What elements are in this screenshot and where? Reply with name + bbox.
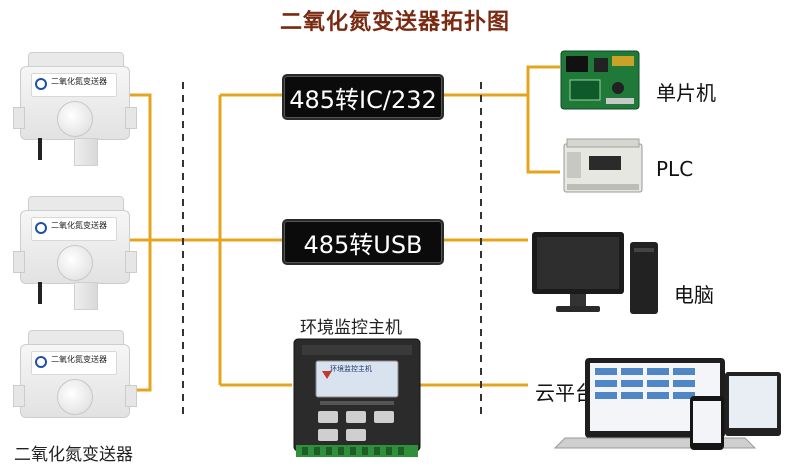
sensor-1: 二氧化氮变送器 (13, 52, 137, 170)
sensor-plate: 二氧化氮变送器 (31, 217, 117, 241)
pc-label: 电脑 (674, 283, 714, 307)
brand-logo-icon (35, 222, 47, 234)
host-screen-text: 环境监控主机 (330, 365, 372, 373)
host-device: 环境监控主机 (292, 337, 422, 462)
cloud-platform-devices-icon (545, 352, 785, 452)
mcu-label: 单片机 (656, 81, 716, 105)
sensor-2: 二氧化氮变送器 (13, 196, 137, 314)
wire-to-plc (526, 95, 560, 174)
converter-ic232: 485转IC/232 (282, 74, 444, 120)
wire-sensor-1 (128, 93, 152, 240)
diagram-title: 二氧化氮变送器拓扑图 (279, 10, 510, 35)
wire-to-mcu (526, 65, 560, 95)
sensor-plate-text: 二氧化氮变送器 (51, 221, 107, 230)
plc-icon (563, 138, 643, 196)
sensor-plate: 二氧化氮变送器 (31, 351, 117, 375)
sensor-probe-icon (57, 379, 93, 415)
converter-usb: 485转USB (282, 219, 444, 265)
sensor-probe-icon (57, 101, 93, 137)
sensor-3: 二氧化氮变送器 (13, 330, 137, 430)
sensor-probe-icon (57, 245, 93, 281)
computer-icon (530, 228, 660, 318)
sensor-plate-text: 二氧化氮变送器 (51, 355, 107, 364)
mcu-board-icon (560, 50, 640, 110)
sensor-plate: 二氧化氮变送器 (31, 73, 117, 97)
plc-label: PLC (656, 157, 694, 181)
host-label: 环境监控主机 (300, 318, 402, 338)
sensor-caption: 二氧化氮变送器 (14, 445, 133, 465)
brand-logo-icon (35, 78, 47, 90)
brand-logo-icon (35, 356, 47, 368)
sensor-plate-text: 二氧化氮变送器 (51, 77, 107, 86)
